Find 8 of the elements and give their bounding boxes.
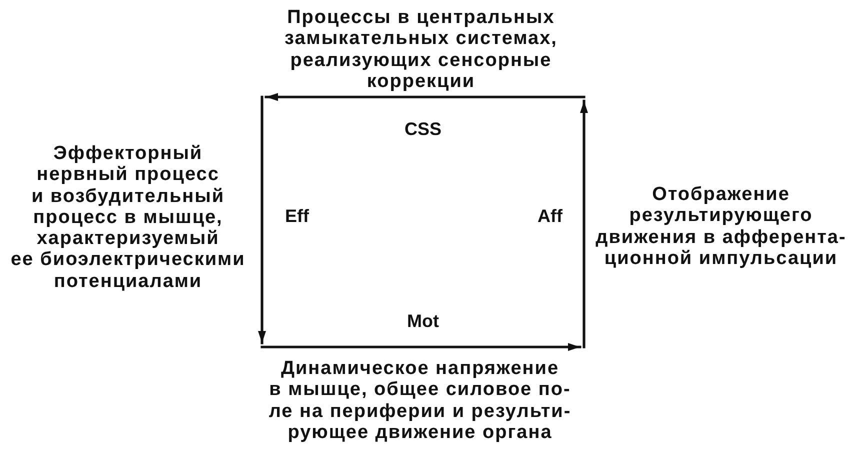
description-text: Процессы в центральных замыкательных системах, реализующих сенсорные коррекции <box>284 7 558 92</box>
description-text: Отображение результирующего движения в афферента- ционной импульсации <box>596 184 846 270</box>
side-label: Mot <box>407 310 439 332</box>
side-label: Aff <box>538 206 562 226</box>
description-text: Эффекторный нервный процесс и возбудительный процесс в мышце, характеризуемый ее биоэлектрическими потенциалами <box>10 143 246 292</box>
description-text: Динамическое напряжение в мышце, общее силовое по- ле на периферии и результи- рующее движение органа <box>268 358 572 444</box>
side-label: Eff <box>285 206 309 226</box>
side-label: CSS <box>404 118 442 140</box>
